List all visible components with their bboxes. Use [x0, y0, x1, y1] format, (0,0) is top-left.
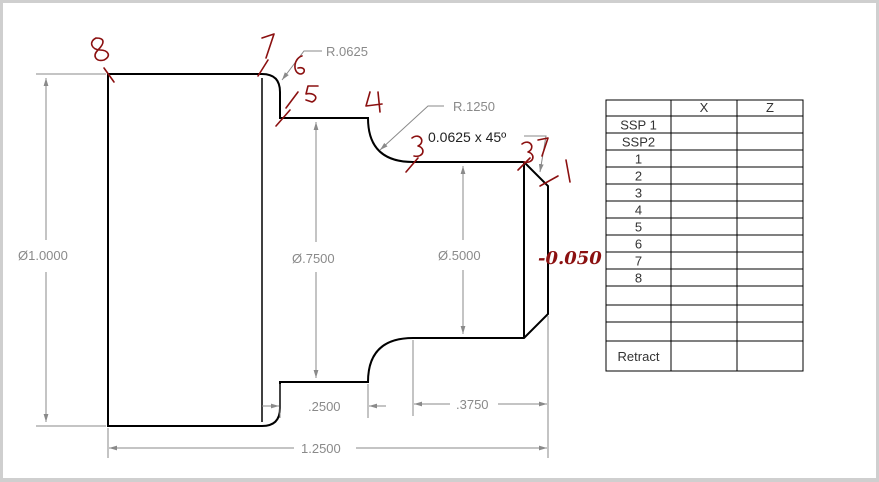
hand-number-7b: [537, 137, 549, 157]
table-row-label: 1: [635, 152, 642, 167]
dimension-labels: Ø1.0000 Ø.7500 Ø.5000 R.0625 R.1250 0.06…: [18, 44, 506, 456]
table-row-label: 5: [635, 220, 642, 235]
table-row-label: 7: [635, 254, 642, 269]
dim-groove-length: .2500: [308, 399, 341, 414]
dim-overall-diameter: Ø1.0000: [18, 248, 68, 263]
handwritten-annotations: -0.050: [90, 33, 602, 269]
hand-number-3: [411, 135, 424, 158]
dim-small-diameter: Ø.5000: [438, 248, 481, 263]
hand-number-6: [294, 55, 306, 75]
table-row-label: SSP 1: [620, 118, 657, 133]
dim-chamfer: 0.0625 x 45º: [428, 129, 506, 145]
hand-number-4: [365, 91, 383, 113]
table-row-label: 3: [635, 186, 642, 201]
table-row-label: 4: [635, 203, 642, 218]
hand-number-3b: [521, 141, 534, 164]
table-header-x: X: [700, 100, 709, 115]
dimension-lines: [36, 50, 549, 458]
dim-radius-large: R.1250: [453, 99, 495, 114]
hand-number-1: [565, 159, 571, 183]
hand-x-offset: -0.050: [538, 248, 602, 269]
table-row-label: Retract: [618, 349, 660, 364]
table-row-label: SSP2: [622, 135, 655, 150]
coordinate-table: [605, 99, 804, 372]
dim-radius-small: R.0625: [326, 44, 368, 59]
hand-number-5: [305, 85, 319, 103]
table-row-label: 2: [635, 169, 642, 184]
dim-overall-length: 1.2500: [301, 441, 341, 456]
dim-mid-diameter: Ø.7500: [292, 251, 335, 266]
table-header-z: Z: [766, 100, 774, 115]
hand-number-8: [90, 37, 110, 62]
dim-small-length: .3750: [456, 397, 489, 412]
table-row-label: 8: [635, 271, 642, 286]
part-profile: [107, 73, 549, 427]
part-outline: [107, 73, 549, 427]
hand-number-7: [261, 33, 275, 59]
table-row-label: 6: [635, 237, 642, 252]
